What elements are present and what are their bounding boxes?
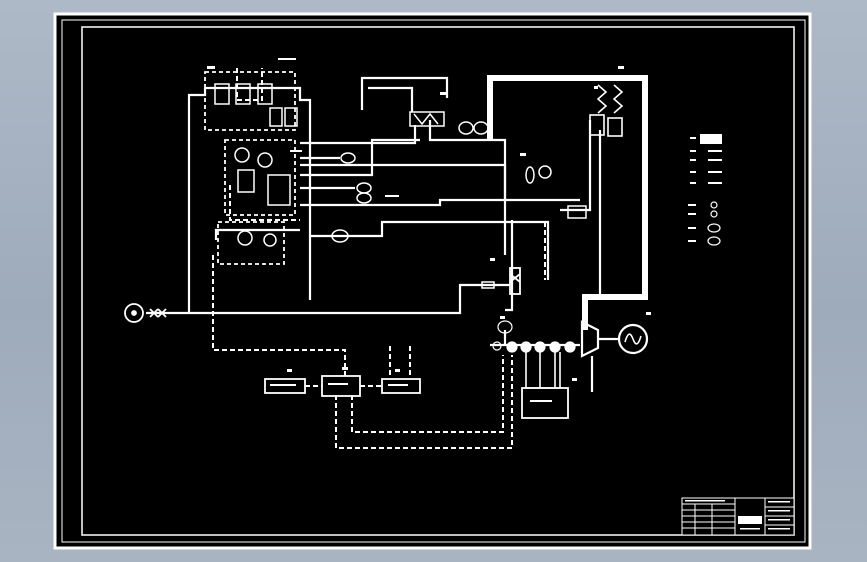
pump-2 — [257, 152, 273, 168]
heat-exchanger-cluster — [214, 83, 298, 247]
sheet-inner-border — [61, 19, 806, 543]
top-rail-pipe — [205, 86, 312, 300]
inlet-symbol — [124, 303, 167, 323]
gauge-3 — [520, 341, 532, 353]
legend-ellipse-2 — [707, 236, 721, 246]
control-box-lower-right — [521, 387, 569, 419]
instrument-4 — [331, 229, 349, 243]
control-box-left — [264, 378, 306, 394]
upper-loop-pipe-2 — [368, 86, 414, 112]
sampler-1 — [525, 166, 535, 184]
column-body — [589, 114, 605, 136]
legend-label-marks — [688, 137, 696, 242]
drawing-frame — [81, 26, 795, 536]
return-line — [428, 120, 507, 200]
legend-swatch-1 — [700, 134, 722, 144]
legend-ellipse-1 — [707, 223, 721, 233]
exchanger-2 — [235, 83, 251, 105]
exchanger-6 — [237, 169, 255, 193]
exchanger-3 — [257, 83, 273, 105]
legend-swatch-5 — [708, 182, 722, 184]
signal-main-left — [212, 255, 346, 378]
line-c — [300, 138, 420, 177]
sheet-outer-border — [53, 12, 812, 550]
instrument-5 — [458, 121, 474, 135]
generator-symbol — [624, 333, 642, 345]
flow-element — [567, 205, 587, 219]
instrument-6 — [473, 121, 489, 135]
dashed-box-lower — [217, 221, 285, 265]
legend-swatch-2 — [708, 150, 722, 152]
gauge-1 — [492, 341, 502, 351]
instrument-3 — [356, 192, 372, 204]
pump-1 — [234, 147, 250, 163]
inlet-header-pipe — [146, 283, 510, 315]
signal-bottom-loop-2 — [351, 355, 504, 433]
signal-condenser-box — [229, 185, 300, 221]
legend-swatch-3 — [708, 159, 722, 161]
column-body-2 — [607, 117, 623, 137]
legend-circle-2 — [710, 210, 718, 218]
exchanger-7 — [267, 174, 291, 206]
control-valve-top — [409, 111, 445, 127]
mid-vertical — [505, 220, 514, 312]
title-block-marks — [685, 500, 790, 530]
line-f — [310, 220, 550, 280]
control-box-center — [321, 375, 361, 397]
gauge-5 — [549, 341, 561, 353]
column-coil — [596, 84, 608, 114]
dashed-box-upper — [204, 71, 296, 131]
line-e — [300, 198, 580, 207]
upper-loop-pipe — [360, 76, 449, 110]
drum-vessel — [509, 267, 521, 295]
line-a — [300, 125, 417, 145]
pump-4 — [263, 233, 277, 247]
gauge-2 — [506, 341, 518, 353]
sampler-2 — [538, 165, 552, 179]
control-boxes — [264, 375, 569, 419]
inline-instruments — [331, 111, 587, 289]
legend — [688, 134, 722, 246]
generator — [617, 323, 649, 355]
legend-swatch-4 — [708, 171, 722, 173]
turbine-generator — [580, 320, 649, 392]
column-coil-2 — [612, 84, 624, 114]
flue-duct — [487, 75, 648, 330]
exchanger-1 — [214, 83, 230, 105]
pump-3 — [237, 230, 253, 246]
separation-column — [589, 84, 624, 137]
inline-element — [481, 281, 495, 289]
turbine — [580, 320, 600, 358]
control-box-right — [381, 378, 421, 394]
manifold-gauges — [492, 320, 576, 353]
instrument-1 — [340, 152, 356, 164]
left-block-link — [214, 228, 300, 240]
exchanger-4 — [269, 107, 283, 127]
dashed-box-mid — [224, 139, 296, 216]
tower-feed-line — [560, 120, 592, 212]
equipment-dashed-boxes — [204, 71, 296, 265]
exchanger-5 — [284, 107, 298, 127]
manifold-top-valve — [497, 320, 513, 334]
gauge-4 — [534, 341, 546, 353]
label-marks — [207, 58, 651, 402]
gauge-6 — [564, 341, 576, 353]
legend-circle-1 — [710, 201, 718, 209]
signal-bottom-loop — [335, 355, 513, 449]
